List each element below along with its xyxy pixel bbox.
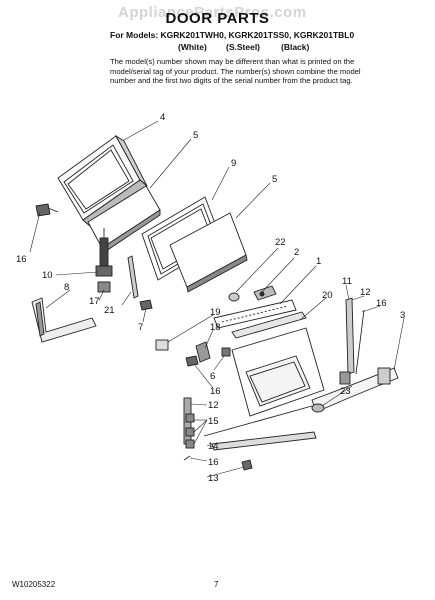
- callout-9: 9: [231, 158, 236, 169]
- door-clip[interactable]: [185, 413, 195, 449]
- note-line: model/serial tag of your product. The nu…: [110, 66, 361, 76]
- callout-7: 7: [138, 322, 143, 333]
- callout-17: 17: [89, 296, 100, 307]
- callout-12: 12: [360, 287, 371, 298]
- bottom-screw[interactable]: [183, 455, 191, 461]
- callout-19: 19: [210, 307, 221, 318]
- insulation-block[interactable]: [155, 339, 169, 351]
- callout-16: 16: [208, 457, 219, 468]
- screw-small[interactable]: [185, 355, 199, 367]
- hinge-receiver[interactable]: [97, 281, 111, 293]
- callout-18: 18: [210, 322, 221, 333]
- note-line: The model(s) number shown may be differe…: [110, 57, 355, 66]
- callout-20: 20: [322, 290, 333, 301]
- vent-trim[interactable]: [213, 299, 297, 329]
- callout-12: 12: [208, 400, 219, 411]
- inner-glass-panel[interactable]: [169, 212, 248, 293]
- small-bracket[interactable]: [221, 347, 231, 357]
- callout-11: 11: [342, 276, 352, 287]
- hinge-bracket[interactable]: [253, 285, 277, 301]
- callout-2: 2: [294, 247, 299, 258]
- outer-door-frame[interactable]: [57, 134, 148, 228]
- cap[interactable]: [228, 292, 240, 302]
- callout-23: 23: [340, 386, 351, 397]
- callout-13: 13: [208, 473, 219, 484]
- callout-1: 1: [316, 256, 321, 267]
- callout-5: 5: [193, 130, 198, 141]
- leader-lines: [29, 120, 405, 478]
- bottom-trim[interactable]: [203, 405, 317, 451]
- page-number: 7: [214, 580, 219, 589]
- color-steel: (S.Steel): [226, 42, 261, 52]
- door-handle[interactable]: [311, 367, 399, 413]
- callout-5: 5: [272, 174, 277, 185]
- callout-8: 8: [64, 282, 69, 293]
- callout-15: 15: [208, 416, 219, 427]
- door-seal[interactable]: [31, 297, 97, 343]
- handle-screw[interactable]: [355, 309, 365, 375]
- model-note: The model(s) number shown may be differe…: [110, 57, 380, 86]
- callout-10: 10: [42, 270, 53, 281]
- callout-4: 4: [160, 112, 165, 123]
- callout-14: 14: [208, 441, 219, 452]
- callout-6: 6: [210, 371, 215, 382]
- models-line: For Models: KGRK201TWH0, KGRK201TSS0, KG…: [110, 30, 355, 40]
- callout-16: 16: [210, 386, 221, 397]
- callout-16: 16: [16, 254, 27, 265]
- color-white: (White): [178, 42, 207, 52]
- color-black: (Black): [281, 42, 310, 52]
- outer-glass-panel[interactable]: [87, 185, 161, 254]
- side-trim[interactable]: [127, 255, 139, 299]
- callout-16: 16: [376, 298, 387, 309]
- callout-21: 21: [104, 305, 115, 316]
- door-hinge[interactable]: [95, 228, 113, 277]
- top-channel[interactable]: [231, 311, 307, 339]
- end-cap[interactable]: [339, 371, 351, 385]
- handle-support[interactable]: [345, 297, 355, 375]
- page-title: DOOR PARTS: [165, 10, 270, 27]
- latch[interactable]: [195, 341, 211, 363]
- callout-22: 22: [275, 237, 286, 248]
- document-code: W10205322: [12, 580, 56, 589]
- inner-door-panel[interactable]: [231, 327, 325, 417]
- watermark-text: AppliancePartsPros.com: [118, 4, 307, 21]
- trim-screw[interactable]: [241, 459, 253, 471]
- note-line: number and the first two digits of the s…: [110, 76, 353, 86]
- handle-spacer[interactable]: [311, 403, 325, 413]
- hinge-screw[interactable]: [139, 299, 153, 311]
- callout-3: 3: [400, 310, 405, 321]
